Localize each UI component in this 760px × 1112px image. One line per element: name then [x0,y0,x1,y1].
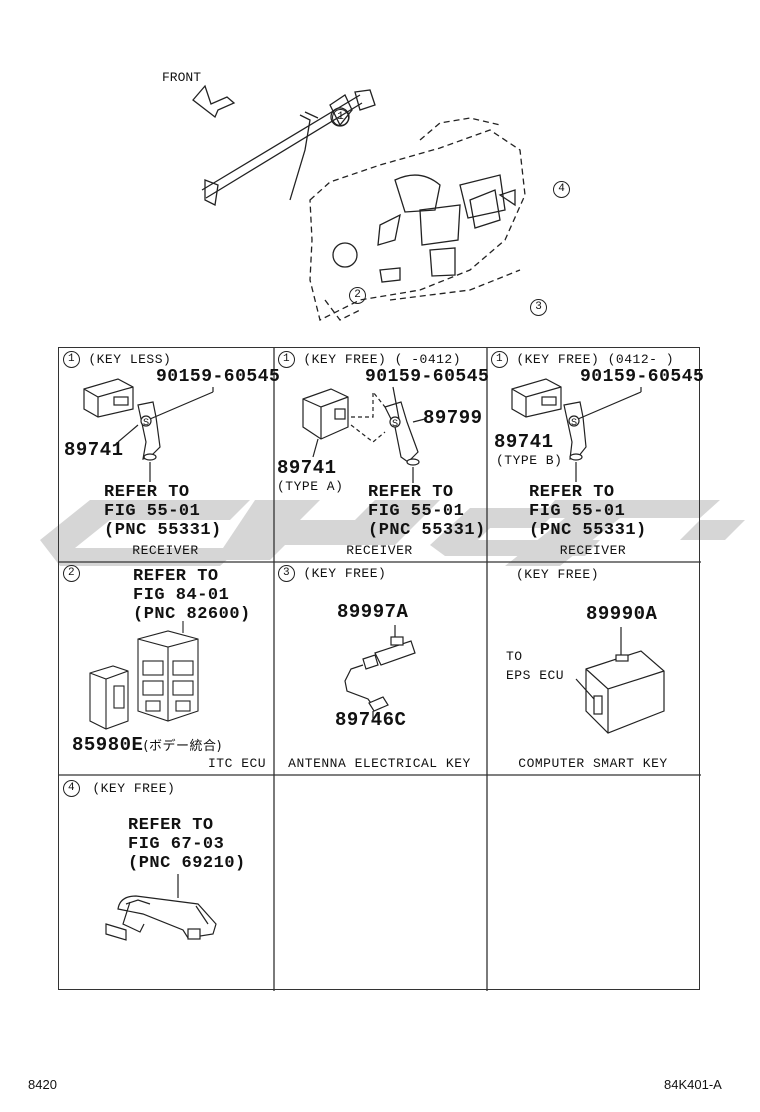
receiver-drawing: S [302,386,426,483]
refer-to-text: REFER TO FIG 55-01 (PNC 55331) [368,483,486,540]
receiver-drawing: S [511,378,642,482]
caption-antenna-electrical-key: ANTENNA ELECTRICAL KEY [288,756,471,771]
cell-key-free-door-handle: 4 (KEY FREE) REFER TO FIG 67-03 (PNC 692… [58,774,273,990]
callout-1-overview: 1 [332,109,349,126]
refer-to-text: REFER TO FIG 55-01 (PNC 55331) [529,483,647,540]
callout-1: 1 [491,351,508,368]
caption-receiver: RECEIVER [132,543,199,558]
cell-receiver-key-free-type-a: 1 (KEY FREE) ( -0412) 90159-60545 89799 … [273,347,490,561]
note-to-eps-ecu: TO EPS ECU [506,649,565,683]
antenna-drawing [344,625,416,721]
front-label: FRONT [162,70,202,85]
cell-receiver-key-less: 1 (KEY LESS) 90159-60545 89741 REFER TO … [58,347,280,561]
part-number-90159-60545: 90159-60545 [365,367,490,387]
caption-receiver: RECEIVER [346,543,413,558]
footer-page-code: 8420 [28,1077,57,1092]
caption-receiver: RECEIVER [559,543,627,558]
cell-title: (KEY FREE) [303,565,387,581]
callout-1: 1 [63,351,80,368]
callout-4-overview: 4 [553,181,570,198]
callout-2: 2 [63,565,80,582]
callout-4: 4 [63,780,80,797]
part-number-90159-60545: 90159-60545 [580,367,705,387]
cell-title: (KEY LESS) [88,351,172,367]
part-number-89746C: 89746C [335,709,407,731]
part-number-85980E: 85980E(ボデー統合) [72,734,223,756]
callout-3-overview: 3 [530,299,547,316]
parts-grid [58,347,701,991]
refer-to-text: REFER TO FIG 55-01 (PNC 55331) [104,483,222,540]
part-number-89741: 89741 [277,457,337,479]
cell-title: (KEY FREE) (0412- ) [516,351,675,367]
type-a-label: (TYPE A) [277,479,344,494]
screw-icon: S [392,418,398,428]
callout-3: 3 [278,565,295,582]
receiver-drawing: S [83,378,214,482]
caption-computer-smart-key: COMPUTER SMART KEY [518,756,668,771]
caption-itc-ecu: ITC ECU [208,756,267,771]
part-number-89990A: 89990A [586,603,658,625]
cell-itc-ecu: 2 REFER TO FIG 84-01 (PNC 82600) 85980E(… [58,561,273,774]
refer-to-text: REFER TO FIG 67-03 (PNC 69210) [128,816,246,873]
cell-receiver-key-free-type-b: 1 (KEY FREE) (0412- ) 90159-60545 89741 … [486,347,704,561]
smart-key-computer-drawing [575,627,665,734]
cell-title: (KEY FREE) ( -0412) [303,351,462,367]
callout-2-overview: 2 [349,287,366,304]
itc-ecu-drawing [89,621,199,730]
cell-computer-smart-key: (KEY FREE) 89990A TO EPS ECU COMPUTER SM… [486,561,700,774]
part-number-89741: 89741 [494,431,554,453]
part-number-90159-60545: 90159-60545 [156,367,281,387]
part-number-89997A: 89997A [337,601,409,623]
screw-icon: S [571,417,577,427]
callout-1: 1 [278,351,295,368]
front-arrow-icon [192,84,236,119]
part-number-89741: 89741 [64,439,124,461]
refer-to-text: REFER TO FIG 84-01 (PNC 82600) [133,567,251,624]
cell-antenna-electrical-key: 3 (KEY FREE) 89997A 89746C ANTENNA ELECT… [273,561,486,774]
part-number-89799: 89799 [423,407,483,429]
cell-title: (KEY FREE) [516,567,600,582]
footer-figure-code: 84K401-A [664,1077,722,1092]
door-handle-drawing [105,874,217,941]
screw-icon: S [143,417,149,427]
cell-title: (KEY FREE) [92,780,176,796]
type-b-label: (TYPE B) [496,453,563,468]
